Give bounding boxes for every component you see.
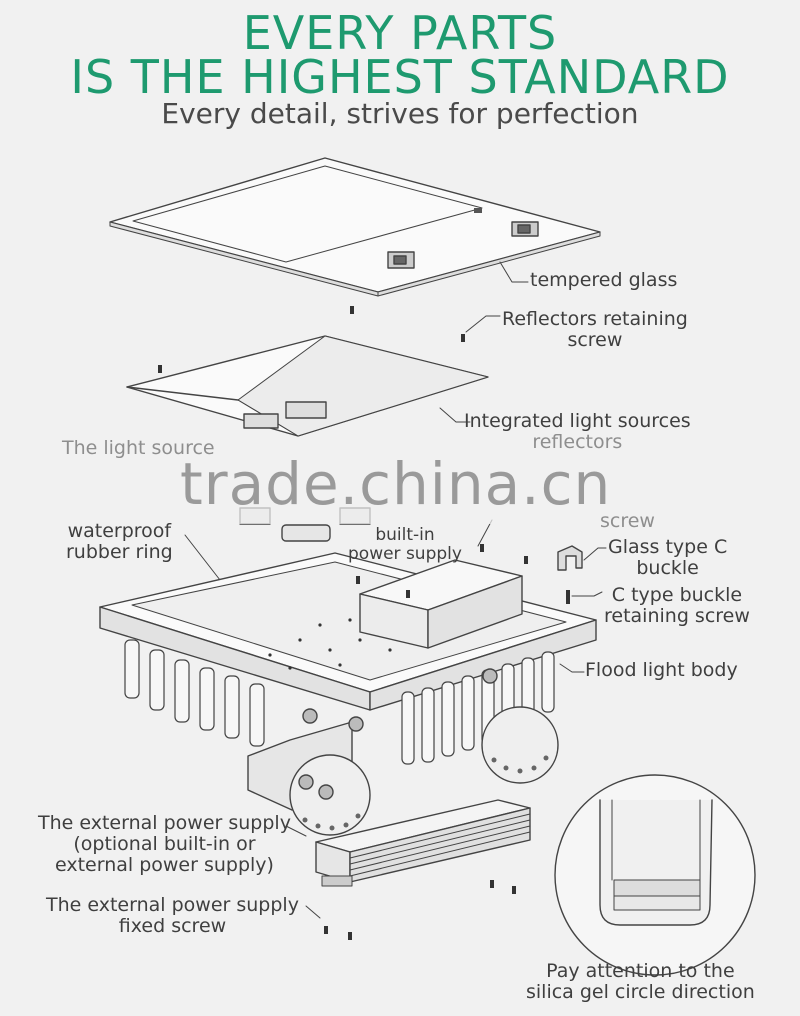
label-waterproof-line1: waterproof bbox=[67, 520, 172, 542]
title-line-1: EVERY PARTS bbox=[242, 6, 558, 60]
subtitle: Every detail, strives for perfection bbox=[161, 97, 639, 130]
external-supply-screws bbox=[324, 880, 516, 940]
glass-clip-right bbox=[511, 221, 539, 237]
label-reflectors-line1: Integrated light sources bbox=[464, 410, 691, 432]
label-reflector-screw: Reflectors retaining screw bbox=[502, 309, 688, 351]
label-screw-partial: screw bbox=[600, 510, 655, 532]
label-ext-fixed-line2: fixed screw bbox=[118, 915, 227, 937]
external-power-supply-unit bbox=[315, 799, 531, 887]
glass-clip-left bbox=[387, 251, 415, 269]
tempered-glass-panel bbox=[109, 157, 601, 297]
label-c-screw-line2: retaining screw bbox=[604, 605, 750, 627]
label-builtin-line2: power supply bbox=[348, 544, 462, 564]
label-external-power-supply: The external power supply (optional buil… bbox=[38, 813, 291, 876]
watermark-band bbox=[0, 452, 800, 524]
label-glass-buckle-line1: Glass type C bbox=[608, 536, 728, 558]
label-waterproof-line2: rubber ring bbox=[66, 541, 173, 563]
label-pay-line1: Pay attention to the bbox=[546, 960, 735, 982]
label-glass-buckle-line2: buckle bbox=[636, 557, 699, 579]
title-line-2: IS THE HIGHEST STANDARD bbox=[70, 50, 730, 104]
label-c-buckle-screw: C type buckle retaining screw bbox=[604, 585, 750, 627]
glass-c-buckle bbox=[557, 545, 583, 571]
label-pay-line2: silica gel circle direction bbox=[526, 981, 755, 1003]
watermark-text: trade.china.cn bbox=[180, 450, 612, 518]
label-builtin-line1: built-in bbox=[375, 525, 435, 545]
label-reflectors: Integrated light sources reflectors bbox=[464, 411, 691, 453]
label-c-screw-line1: C type buckle bbox=[611, 584, 743, 606]
label-flood-light-body: Flood light body bbox=[585, 659, 738, 681]
label-light-source: The light source bbox=[62, 437, 215, 459]
mounting-bracket bbox=[247, 668, 559, 836]
label-ext-power-line2: (optional built-in or bbox=[73, 833, 256, 855]
label-ext-fixed-line1: The external power supply bbox=[46, 894, 299, 916]
label-builtin-power: built-in power supply bbox=[348, 526, 462, 564]
label-ext-power-line3: external power supply) bbox=[54, 854, 274, 876]
label-reflector-screw-line1: Reflectors retaining bbox=[502, 308, 688, 330]
label-glass-c-buckle: Glass type C buckle bbox=[608, 537, 727, 579]
builtin-power-supply-box bbox=[359, 559, 523, 649]
label-silica-gel-note: Pay attention to the silica gel circle d… bbox=[526, 961, 755, 1003]
silica-gel-detail-circle bbox=[554, 774, 756, 976]
flood-light-body bbox=[99, 552, 597, 765]
label-external-fixed-screw: The external power supply fixed screw bbox=[46, 895, 299, 937]
reflector bbox=[126, 335, 489, 437]
label-ext-power-line1: The external power supply bbox=[38, 812, 291, 834]
label-tempered-glass: tempered glass bbox=[530, 269, 678, 291]
label-reflector-screw-line2: screw bbox=[567, 329, 623, 351]
label-reflectors-line2: reflectors bbox=[532, 431, 623, 453]
label-waterproof-ring: waterproof rubber ring bbox=[66, 521, 173, 563]
